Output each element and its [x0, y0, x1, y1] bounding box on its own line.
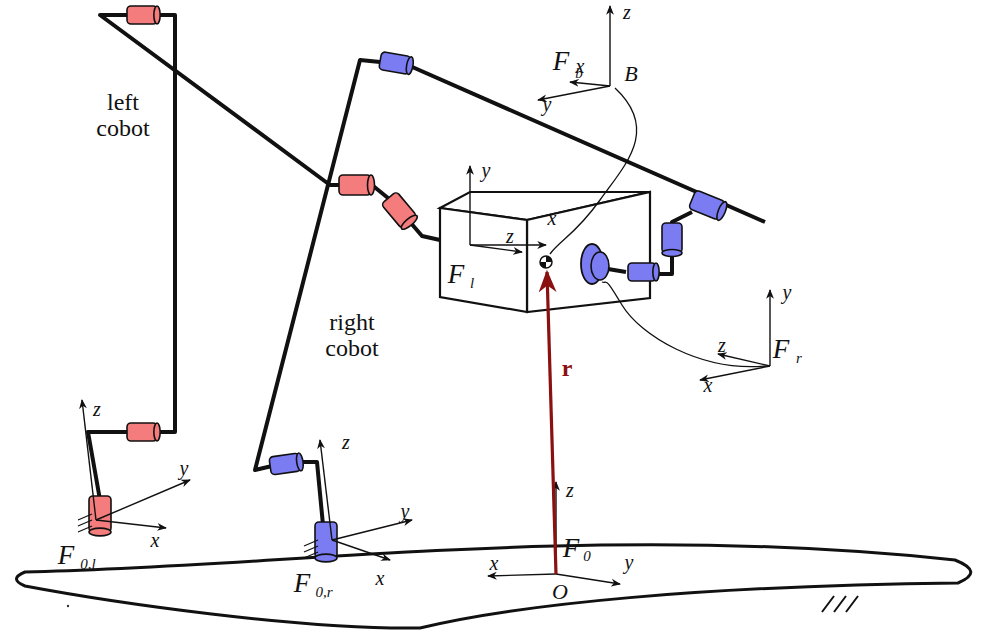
frame-label: y: [625, 551, 634, 573]
leader-line: [550, 88, 637, 254]
frame-label: l: [470, 275, 474, 292]
frame-label: F: [563, 534, 580, 564]
arm-label: right cobot: [307, 309, 397, 362]
frame-label: B: [624, 62, 637, 86]
joint-cylinder: [379, 52, 415, 75]
position-vector: [547, 272, 556, 574]
frame-label: 0: [583, 548, 591, 565]
frame-label: y: [180, 457, 189, 479]
joint-cylinder: [127, 6, 160, 24]
frame-label: O: [552, 580, 568, 604]
vector-label: r: [562, 355, 573, 381]
joint-cylinder: [269, 453, 304, 475]
arm-label: left cobot: [83, 89, 163, 142]
frame-axis: [488, 574, 556, 576]
frame-label: F: [553, 47, 570, 77]
frame-label: z: [342, 431, 350, 453]
frame-label: z: [623, 1, 631, 23]
payload-box: [440, 192, 650, 312]
frame-label: y: [401, 500, 410, 522]
joint-cylinder: [381, 191, 419, 231]
frame-label: y: [783, 281, 792, 303]
frame-label: x: [548, 207, 557, 229]
leader-line: [602, 282, 766, 367]
frame-axis: [332, 540, 390, 560]
frame-axis: [320, 440, 332, 540]
dot: [67, 605, 69, 607]
frame-label: z: [566, 479, 574, 501]
frame-label: 0,l: [80, 556, 95, 573]
frame-label: z: [506, 225, 514, 247]
joint-cylinder: [662, 223, 682, 257]
frame-label: y: [482, 159, 491, 181]
frame-label: r: [796, 350, 802, 367]
frame-label: x: [151, 529, 160, 551]
base-hatch: [78, 514, 318, 558]
frame-label: F: [294, 569, 311, 599]
joint-cylinder: [89, 496, 111, 536]
frame-axis: [332, 520, 412, 540]
frame-label: z: [718, 334, 726, 356]
frame-axis: [570, 82, 610, 86]
ground-hatch: [822, 596, 858, 612]
frame-label: F: [58, 541, 75, 571]
frame-label: z: [93, 398, 101, 420]
frame-axis: [769, 290, 770, 366]
frame-axis: [470, 245, 522, 252]
frame-axis: [469, 166, 470, 245]
frame-label: F: [773, 335, 790, 365]
ground-plate: [17, 545, 971, 628]
joint-cylinder: [315, 522, 337, 562]
joint-cylinder: [127, 423, 160, 441]
frame-label: x: [376, 567, 385, 589]
frame-axis: [96, 520, 166, 528]
joint-cylinder: [628, 263, 659, 281]
com-symbol: [540, 256, 552, 268]
frame-label: x: [490, 552, 499, 574]
frame-label: x: [704, 374, 713, 396]
frame-label: F: [448, 260, 465, 290]
joint-cylinder: [339, 175, 375, 195]
frame-axis: [96, 480, 190, 520]
gripper-disk: [591, 252, 609, 280]
frame-label: 0,r: [315, 584, 332, 601]
frame-label: x: [576, 55, 585, 77]
frame-label: y: [543, 93, 552, 115]
joint-cylinder: [688, 190, 728, 222]
right-cobot-links: [255, 60, 765, 525]
frame-axis: [609, 6, 610, 86]
